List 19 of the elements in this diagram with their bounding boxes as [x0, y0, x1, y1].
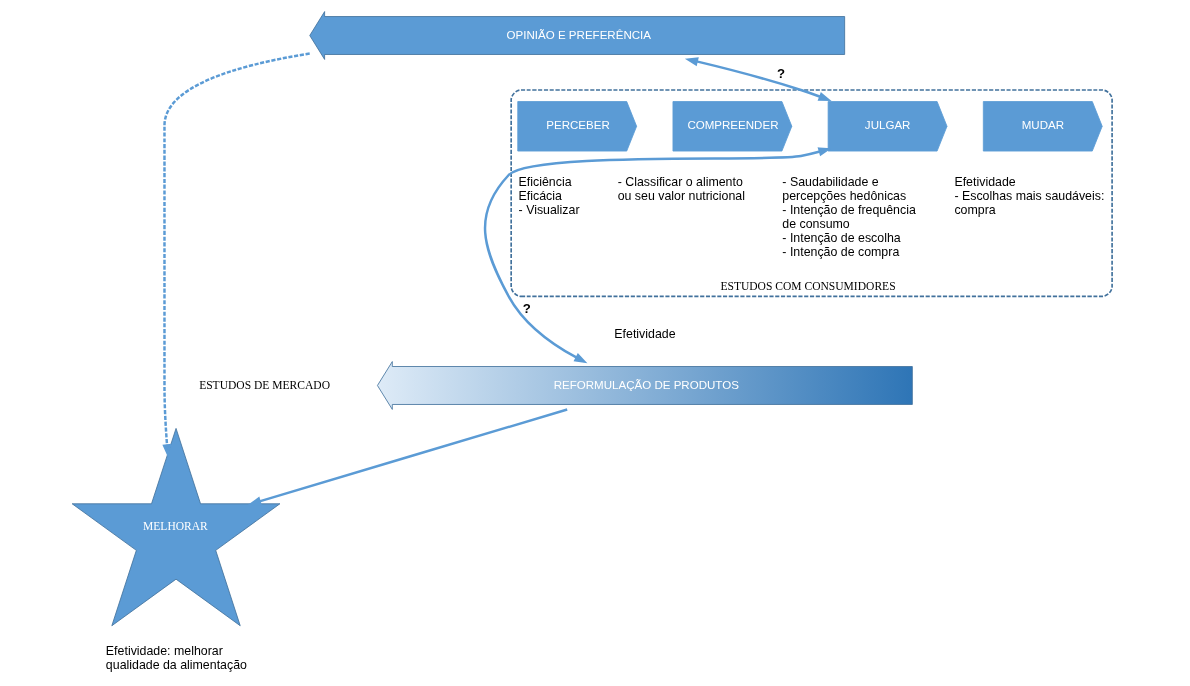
node-label: - Escolhas mais saudáveis: compra [953, 188, 1104, 217]
node-label: Eficácia [518, 188, 562, 203]
node-label: Eficiência [518, 174, 572, 189]
node-label: - Saudabilidade e percepções hedônicas [781, 174, 906, 203]
node-label: Efetividade [953, 174, 1016, 189]
node-label: - Classificar o alimento ou seu valor nutricional [617, 174, 745, 203]
arrow [247, 408, 568, 506]
label: ESTUDOS DE MERCADO [198, 378, 330, 391]
node-label: - Intenção de escolha [781, 230, 901, 245]
arrow [483, 147, 832, 364]
node-label: Efetividade [613, 326, 676, 341]
node-label: Efetividade: melhorar qualidade da alimentação [105, 644, 247, 673]
node-label: - Intenção de frequência de consumo [781, 202, 916, 231]
edge-label: ? [522, 300, 531, 316]
edge-label: ? [776, 66, 785, 82]
node-label: - Intenção de compra [781, 244, 899, 259]
arrow [161, 52, 310, 458]
node-label: - Visualizar [518, 202, 580, 217]
arrow [684, 57, 832, 102]
